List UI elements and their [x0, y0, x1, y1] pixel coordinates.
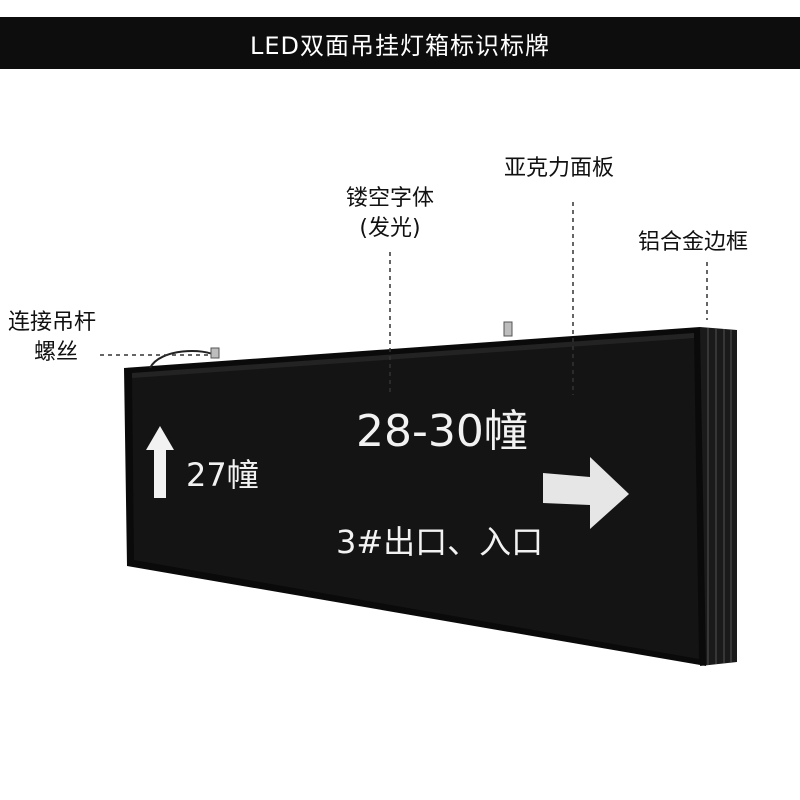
callout-aluminum-frame: 铝合金边框 — [638, 228, 748, 258]
frame-edge — [700, 327, 737, 666]
right-arrow-icon — [543, 457, 629, 529]
callout-hollow-text: 镂空字体 (发光) — [330, 184, 450, 244]
page-title: LED双面吊挂灯箱标识标牌 — [249, 31, 550, 60]
panel-highlight — [132, 333, 694, 378]
sign-left-label: 27幢 — [186, 456, 259, 494]
callout-hanging-rod-line2: 螺丝 — [34, 340, 79, 365]
callout-hollow-text-line2: (发光) — [359, 216, 421, 241]
callout-acrylic-panel-label: 亚克力面板 — [504, 156, 615, 181]
sign-sub-label: 3#出口、入口 — [336, 523, 543, 561]
up-arrow-icon — [146, 426, 174, 498]
hanging-screw — [210, 347, 220, 359]
callout-acrylic-panel: 亚克力面板 — [504, 154, 614, 184]
title-banner: LED双面吊挂灯箱标识标牌 — [0, 17, 800, 69]
callout-aluminum-frame-label: 铝合金边框 — [638, 230, 749, 255]
callout-hanging-rod-line1: 连接吊杆 — [8, 310, 97, 335]
hanging-screw — [503, 321, 513, 337]
acrylic-panel — [132, 333, 699, 659]
callout-hanging-rod: 连接吊杆 螺丝 — [8, 308, 96, 368]
sign-main-label: 28-30幢 — [356, 406, 528, 457]
callout-hollow-text-line1: 镂空字体 — [345, 186, 434, 211]
